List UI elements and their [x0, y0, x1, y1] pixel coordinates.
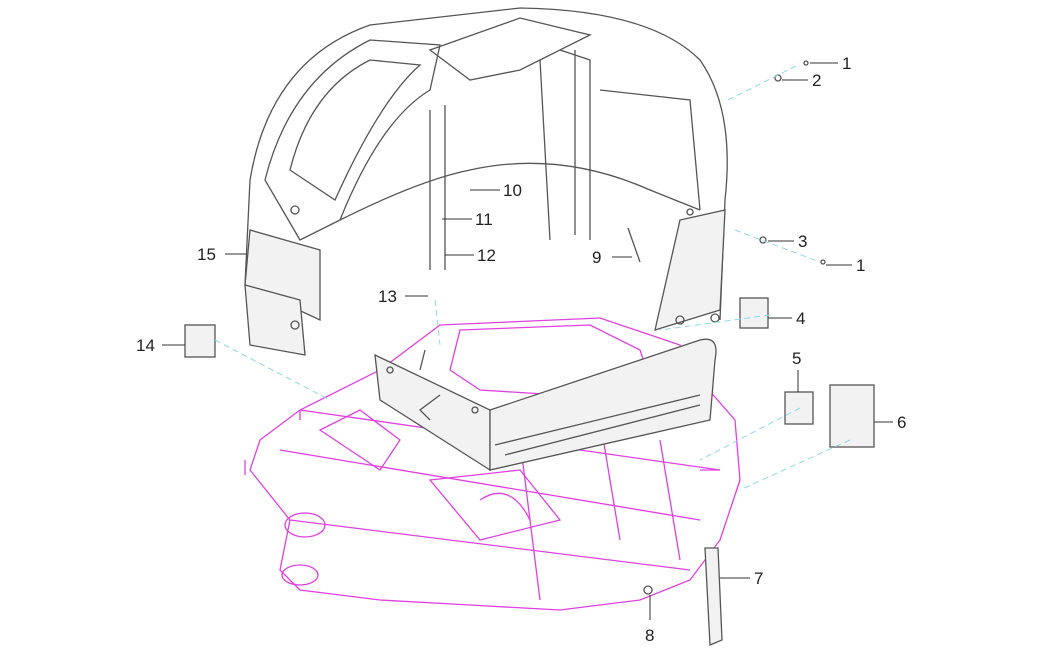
callout-11: 11 [475, 210, 493, 229]
strip-7 [704, 547, 723, 646]
callout-4: 4 [796, 309, 805, 328]
callouts: 1 2 3 1 4 5 6 7 8 9 10 11 12 13 14 15 [136, 54, 906, 645]
callout-2: 2 [812, 71, 821, 90]
guide-lines [214, 63, 851, 491]
cab [244, 7, 728, 472]
callout-10: 10 [503, 181, 522, 200]
loose-parts [184, 60, 875, 646]
callout-3: 3 [798, 232, 807, 251]
callout-9: 9 [592, 248, 601, 267]
callout-14: 14 [136, 336, 155, 355]
callout-5: 5 [792, 349, 801, 368]
callout-15: 15 [197, 245, 216, 264]
callout-6: 6 [897, 413, 906, 432]
callout-8: 8 [645, 626, 654, 645]
plate-6 [829, 384, 875, 448]
pad-4 [739, 297, 769, 329]
pad-14 [184, 324, 216, 358]
gas-strut-9 [627, 227, 641, 263]
callout-13: 13 [378, 287, 397, 306]
callout-7: 7 [754, 569, 763, 588]
base-frame [244, 317, 741, 611]
callout-12: 12 [477, 246, 496, 265]
leader-lines [162, 62, 893, 620]
callout-1b: 1 [856, 256, 865, 275]
callout-1a: 1 [842, 54, 851, 73]
